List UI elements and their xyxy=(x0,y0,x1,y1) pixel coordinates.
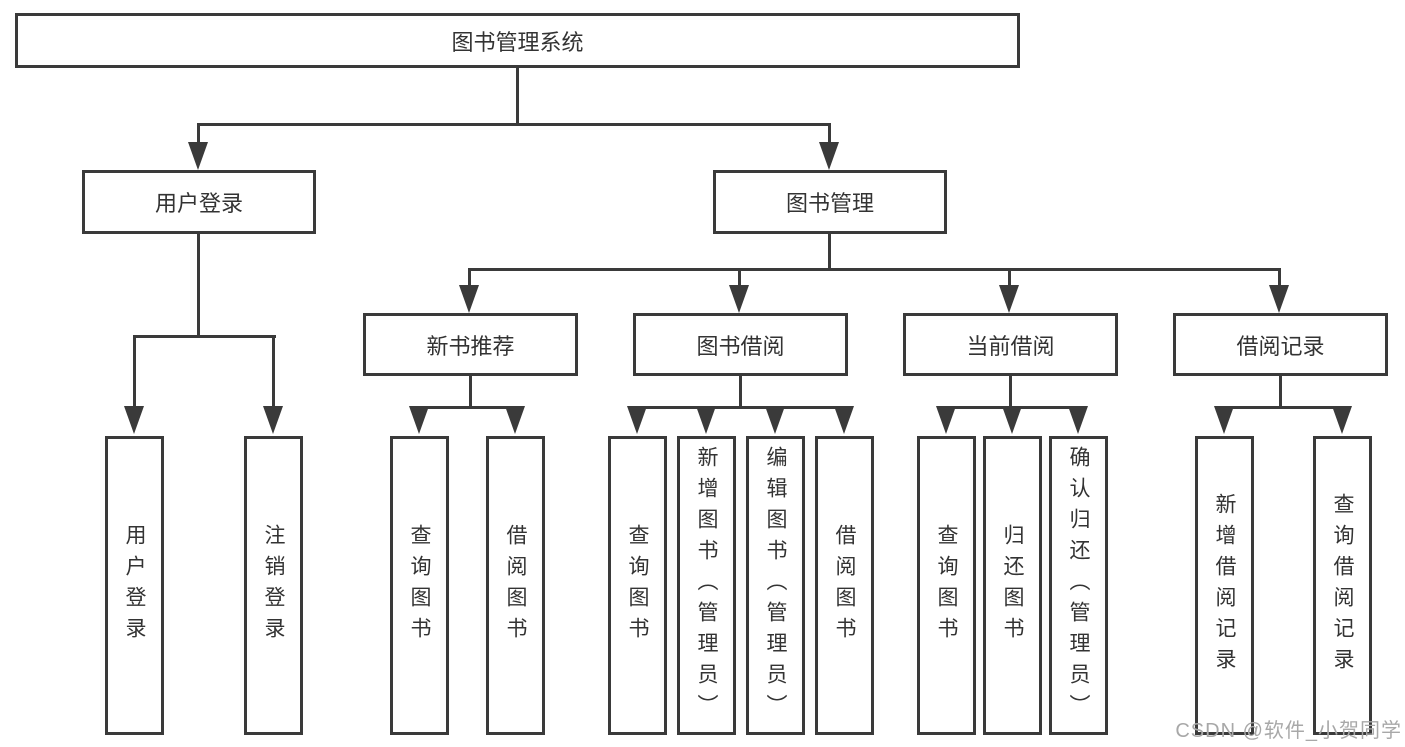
connector-root-drop-right xyxy=(828,123,831,145)
arrowhead-down-icon xyxy=(729,285,749,313)
leaf-query-books-2-label: 查询图书 xyxy=(626,523,649,648)
node-book-management-label: 图书管理 xyxy=(785,191,874,216)
arrowhead-down-icon xyxy=(819,142,839,170)
leaf-user-login: 用户登录 xyxy=(105,436,164,735)
leaf-borrow-books-1-label: 借阅图书 xyxy=(504,523,527,648)
leaf-query-borrow-record-label: 查询借阅记录 xyxy=(1331,492,1354,679)
leaf-borrow-books-2: 借阅图书 xyxy=(815,436,874,735)
leaf-query-books-1-label: 查询图书 xyxy=(408,523,431,648)
leaf-edit-books-admin-label: 编辑图书（管理员） xyxy=(764,446,787,725)
connector-book-mgmt-drop-1 xyxy=(468,268,471,288)
csdn-watermark: CSDN @软件_小贺同学 xyxy=(1175,720,1402,742)
connector-book-mgmt-drop-4 xyxy=(1278,268,1281,288)
leaf-confirm-return-admin: 确认归还（管理员） xyxy=(1049,436,1108,735)
leaf-borrow-books-1: 借阅图书 xyxy=(486,436,545,735)
connector-user-login-drop-1 xyxy=(133,335,136,409)
node-root-label: 图书管理系统 xyxy=(451,29,584,55)
node-book-borrow: 图书借阅 xyxy=(633,313,848,376)
leaf-query-books-3-label: 查询图书 xyxy=(935,523,958,648)
connector-borrow-records-bar xyxy=(1223,406,1344,409)
connector-book-borrow-bar xyxy=(636,406,846,409)
arrowhead-down-icon xyxy=(765,406,785,434)
connector-root-drop-left xyxy=(197,123,200,145)
leaf-query-borrow-record: 查询借阅记录 xyxy=(1313,436,1372,735)
arrowhead-down-icon xyxy=(124,406,144,434)
arrowhead-down-icon xyxy=(834,406,854,434)
arrowhead-down-icon xyxy=(505,406,525,434)
connector-root-stem xyxy=(516,68,519,126)
arrowhead-down-icon xyxy=(1214,406,1234,434)
leaf-query-books-3: 查询图书 xyxy=(917,436,976,735)
arrowhead-down-icon xyxy=(696,406,716,434)
connector-book-mgmt-drop-2 xyxy=(738,268,741,288)
leaf-confirm-return-admin-label: 确认归还（管理员） xyxy=(1067,446,1090,725)
leaf-edit-books-admin: 编辑图书（管理员） xyxy=(746,436,805,735)
arrowhead-down-icon xyxy=(1002,406,1022,434)
connector-root-bar xyxy=(197,123,831,126)
node-new-book-recommend-label: 新书推荐 xyxy=(426,333,515,359)
connector-current-borrow-stem xyxy=(1009,376,1012,409)
arrowhead-down-icon xyxy=(1332,406,1352,434)
leaf-logout-label: 注销登录 xyxy=(262,523,285,648)
connector-user-login-drop-2 xyxy=(272,335,275,409)
connector-borrow-records-stem xyxy=(1279,376,1282,409)
node-user-login: 用户登录 xyxy=(82,170,316,234)
leaf-query-books-2: 查询图书 xyxy=(608,436,667,735)
arrowhead-down-icon xyxy=(1068,406,1088,434)
node-root: 图书管理系统 xyxy=(15,13,1020,68)
arrowhead-down-icon xyxy=(263,406,283,434)
leaf-add-books-admin: 新增图书（管理员） xyxy=(677,436,736,735)
leaf-return-books-label: 归还图书 xyxy=(1001,523,1024,648)
arrowhead-down-icon xyxy=(459,285,479,313)
node-borrow-records: 借阅记录 xyxy=(1173,313,1388,376)
connector-book-mgmt-stem xyxy=(828,234,831,271)
node-book-borrow-label: 图书借阅 xyxy=(696,333,785,359)
connector-user-login-stem xyxy=(197,234,200,338)
connector-new-book-stem xyxy=(469,376,472,409)
connector-book-mgmt-bar xyxy=(468,268,1281,271)
node-book-management: 图书管理 xyxy=(713,170,947,234)
node-borrow-records-label: 借阅记录 xyxy=(1236,333,1325,359)
connector-user-login-bar xyxy=(133,335,276,338)
leaf-add-borrow-record-label: 新增借阅记录 xyxy=(1213,492,1236,679)
leaf-borrow-books-2-label: 借阅图书 xyxy=(833,523,856,648)
arrowhead-down-icon xyxy=(409,406,429,434)
arrowhead-down-icon xyxy=(188,142,208,170)
leaf-add-borrow-record: 新增借阅记录 xyxy=(1195,436,1254,735)
node-current-borrow-label: 当前借阅 xyxy=(966,333,1055,359)
arrowhead-down-icon xyxy=(999,285,1019,313)
node-current-borrow: 当前借阅 xyxy=(903,313,1118,376)
connector-book-borrow-stem xyxy=(739,376,742,409)
connector-new-book-bar xyxy=(418,406,517,409)
leaf-return-books: 归还图书 xyxy=(983,436,1042,735)
node-new-book-recommend: 新书推荐 xyxy=(363,313,578,376)
leaf-logout: 注销登录 xyxy=(244,436,303,735)
node-user-login-label: 用户登录 xyxy=(154,191,243,216)
arrowhead-down-icon xyxy=(936,406,956,434)
connector-book-mgmt-drop-3 xyxy=(1008,268,1011,288)
leaf-query-books-1: 查询图书 xyxy=(390,436,449,735)
arrowhead-down-icon xyxy=(1269,285,1289,313)
leaf-user-login-label: 用户登录 xyxy=(123,523,146,648)
leaf-add-books-admin-label: 新增图书（管理员） xyxy=(695,446,718,725)
arrowhead-down-icon xyxy=(627,406,647,434)
